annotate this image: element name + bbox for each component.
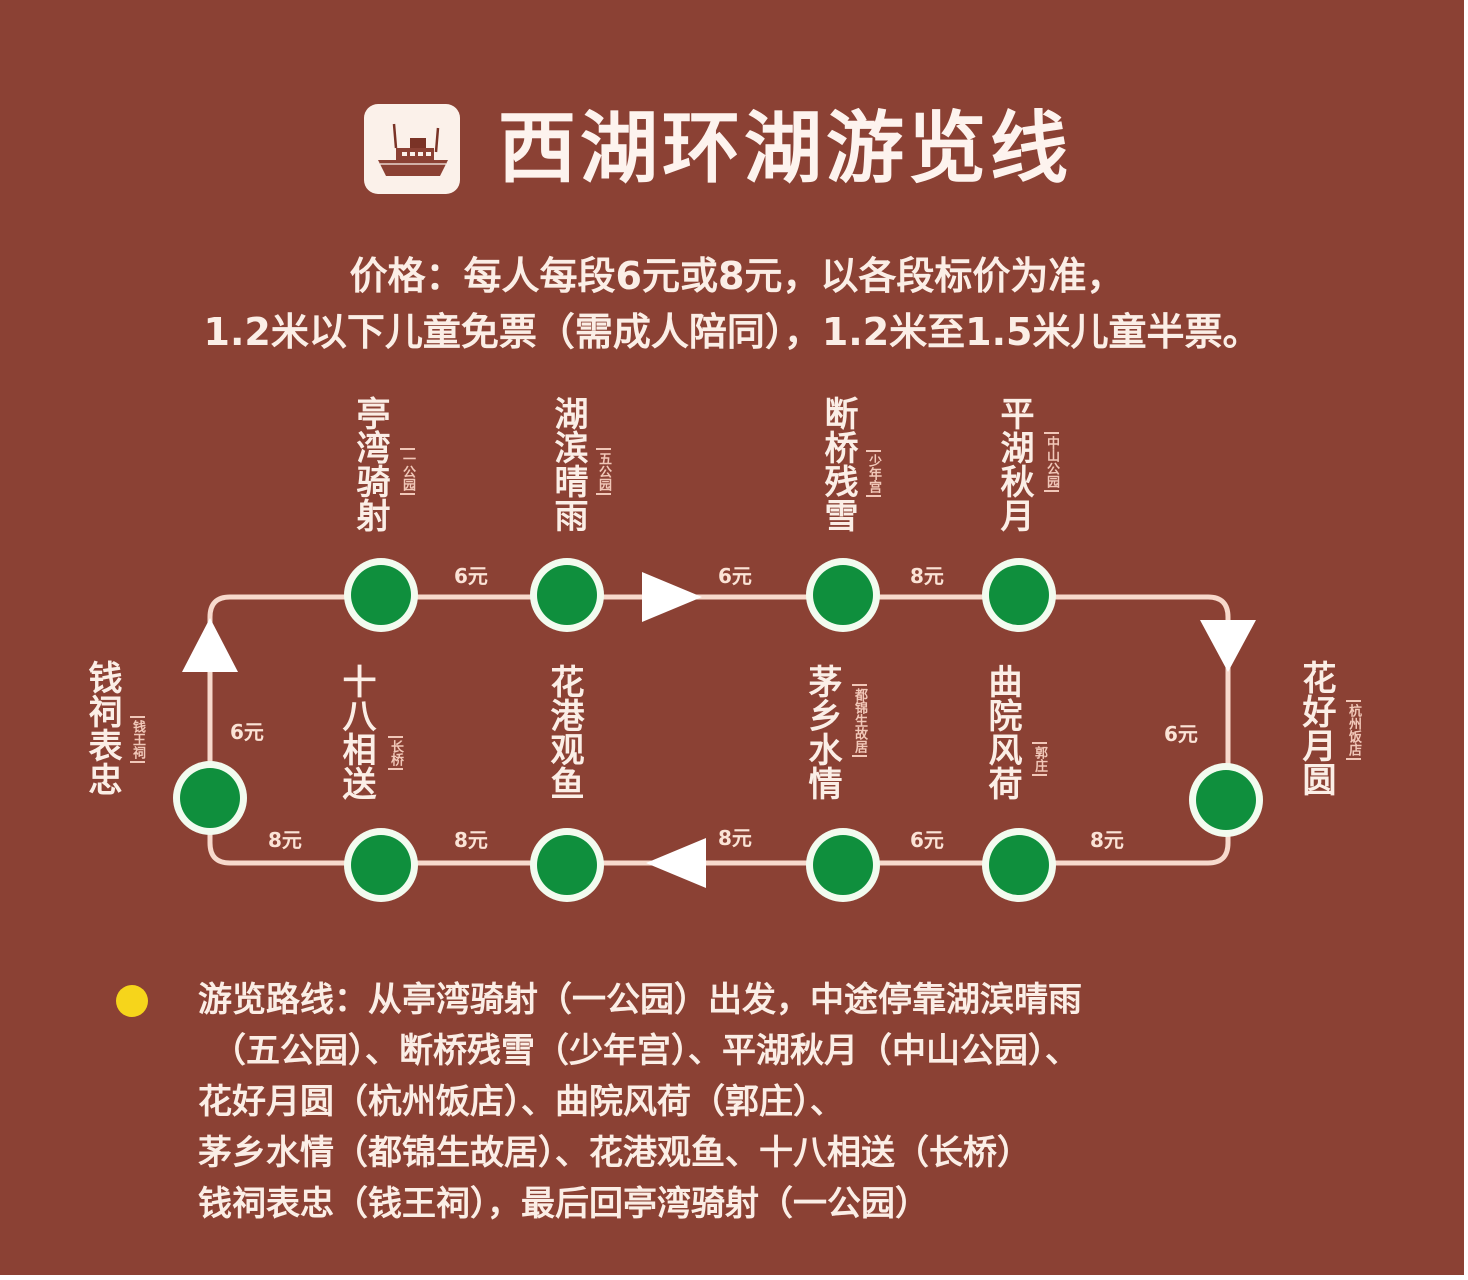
stop-label-4: 平湖秋月 — [994, 396, 1034, 532]
stop-label-6: 曲院风荷 — [982, 664, 1022, 800]
ship-icon — [364, 104, 460, 194]
stop-node-9 — [344, 828, 418, 902]
route-line — [207, 594, 1231, 866]
page-title: 西湖环湖游览线 — [498, 104, 1073, 194]
route-desc-line-4: 茅乡水情（都锦生故居）、花港观鱼、十八相送（长桥） — [198, 1133, 1031, 1173]
stop-sublabel-2: 五公园 — [596, 448, 611, 495]
price-line-2: 1.2米以下儿童免票（需成人陪同），1.2米至1.5米儿童半票。 — [203, 310, 1261, 354]
fare-label-7: 8元 — [718, 826, 752, 850]
stop-node-2 — [530, 558, 604, 632]
arrow-down-icon — [1200, 620, 1256, 672]
stop-label-8: 花港观鱼 — [544, 664, 584, 800]
stop-node-10 — [173, 761, 247, 835]
fare-label-8: 8元 — [454, 828, 488, 852]
fare-label-2: 6元 — [718, 564, 752, 588]
price-info: 价格：每人每段6元或8元，以各段标价为准， 1.2米以下儿童免票（需成人陪同），… — [0, 248, 1464, 360]
arrow-left-icon — [646, 838, 706, 888]
route-description: 游览路线：从亭湾骑射（一公园）出发，中途停靠湖滨晴雨 （五公园）、断桥残雪（少年… — [198, 975, 1298, 1230]
fare-label-5: 8元 — [1090, 828, 1124, 852]
stop-node-3 — [806, 558, 880, 632]
stop-node-5 — [1189, 763, 1263, 837]
fare-label-6: 6元 — [910, 828, 944, 852]
stop-label-3: 断桥残雪 — [818, 396, 858, 532]
stop-sublabel-9: 长桥 — [388, 736, 403, 770]
stop-sublabel-7: 都锦生故居 — [852, 684, 867, 757]
stop-label-7: 茅乡水情 — [802, 664, 842, 800]
stop-sublabel-4: 中山公园 — [1044, 432, 1059, 492]
route-desc-line-3: 花好月圆（杭州饭店）、曲院风荷（郭庄）、 — [198, 1082, 844, 1122]
route-desc-line-1: 游览路线：从亭湾骑射（一公园）出发，中途停靠湖滨晴雨 — [198, 980, 1082, 1020]
arrow-right-icon — [642, 572, 702, 622]
route-desc-line-5: 钱祠表忠（钱王祠），最后回亭湾骑射（一公园） — [198, 1184, 929, 1224]
stop-label-9: 十八相送 — [336, 664, 376, 800]
stop-sublabel-10: 钱王祠 — [130, 716, 145, 763]
stop-sublabel-5: 杭州饭店 — [1346, 700, 1361, 760]
yellow-dot-icon — [116, 985, 148, 1017]
stop-label-5: 花好月圆 — [1296, 660, 1336, 796]
route-desc-line-2: （五公园）、断桥残雪（少年宫）、平湖秋月（中山公园）、 — [212, 1031, 1079, 1071]
stop-label-1: 亭湾骑射 — [350, 396, 390, 532]
stop-node-6 — [982, 828, 1056, 902]
fare-label-10: 6元 — [230, 720, 264, 744]
fare-label-9: 8元 — [268, 828, 302, 852]
stop-node-4 — [982, 558, 1056, 632]
stop-node-7 — [806, 828, 880, 902]
title-row: 西湖环湖游览线 — [364, 104, 1072, 194]
stop-node-1 — [344, 558, 418, 632]
stop-sublabel-6: 郭庄 — [1032, 742, 1047, 776]
fare-label-3: 8元 — [910, 564, 944, 588]
fare-label-4: 6元 — [1164, 722, 1198, 746]
stop-node-8 — [530, 828, 604, 902]
arrow-up-icon — [182, 618, 238, 672]
fare-label-1: 6元 — [454, 564, 488, 588]
stop-sublabel-1: 一公园 — [400, 448, 415, 495]
stop-sublabel-3: 少年宫 — [866, 450, 881, 497]
stop-label-2: 湖滨晴雨 — [548, 396, 588, 532]
stop-label-10: 钱祠表忠 — [82, 660, 122, 796]
route-diagram — [173, 558, 1263, 902]
price-line-1: 价格：每人每段6元或8元，以各段标价为准， — [349, 254, 1125, 298]
